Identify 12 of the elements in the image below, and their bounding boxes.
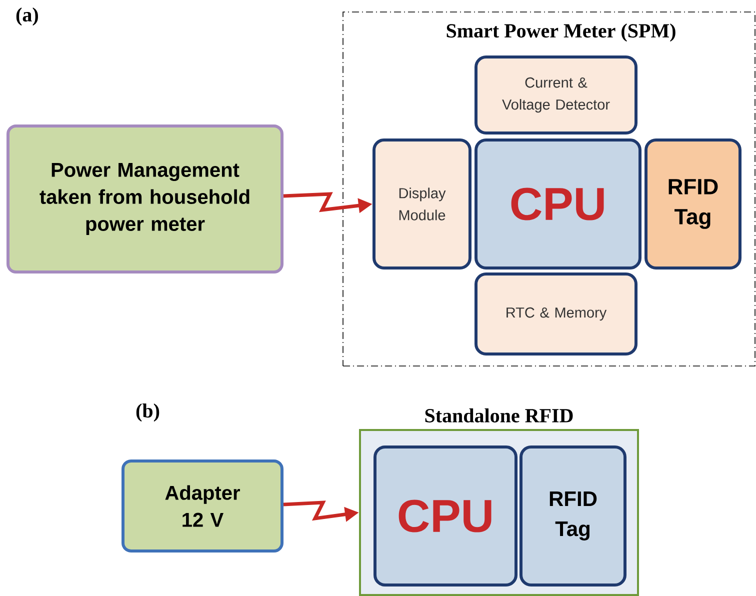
process-box: Adapter 12 V bbox=[122, 460, 284, 552]
process-box: Power Management taken from household power meter bbox=[6, 124, 284, 274]
panel-label: (b) bbox=[136, 404, 160, 422]
module-box: RTC & Memory bbox=[474, 272, 638, 356]
cpu-box: CPU bbox=[374, 446, 518, 586]
cpu-box: CPU bbox=[474, 138, 642, 270]
node-label: Standalone RFID bbox=[425, 408, 573, 422]
module-box: Display Module bbox=[372, 138, 472, 270]
panel-label: (a) bbox=[16, 8, 38, 26]
module-box: Current & Voltage Detector bbox=[474, 56, 638, 134]
module-box: RFID Tag bbox=[520, 446, 626, 586]
module-box: RFID Tag bbox=[644, 138, 742, 270]
